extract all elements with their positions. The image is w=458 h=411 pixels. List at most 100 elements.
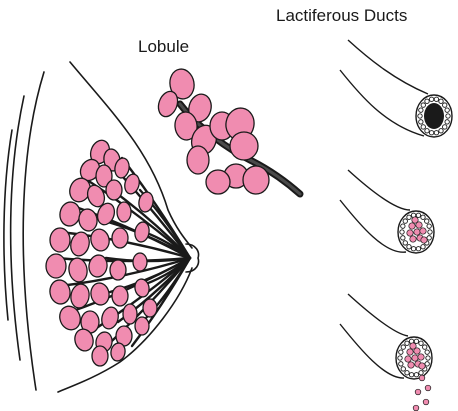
duct-epithelial-cell	[400, 230, 404, 234]
duct-epithelial-cell	[419, 341, 423, 345]
duct-epithelial-cell	[439, 99, 443, 103]
duct-epithelial-cell	[399, 362, 403, 366]
duct-wall-upper	[348, 40, 428, 94]
duct-epithelial-cell	[416, 247, 420, 251]
duct-escaping-cell	[423, 399, 429, 405]
duct-epithelial-cell	[443, 103, 447, 107]
duct-escaping-cell	[419, 375, 425, 381]
duct-group	[340, 40, 452, 137]
duct-epithelial-cell	[428, 230, 432, 234]
breast-lobule-lobe	[88, 227, 111, 253]
duct-epithelial-cell	[411, 247, 415, 251]
duct-epithelial-cell	[407, 215, 411, 219]
duct-abnormal-cell	[409, 223, 415, 229]
breast-lobule-lobe	[110, 260, 126, 280]
duct-epithelial-cell	[421, 103, 425, 107]
duct-epithelial-cell	[401, 224, 405, 228]
duct-group	[340, 294, 432, 411]
duct-abnormal-cell	[410, 343, 416, 349]
duct-epithelial-cell	[401, 367, 405, 371]
duct-epithelial-cell	[421, 125, 425, 129]
lobule-lobe	[206, 170, 230, 194]
duct-epithelial-cell	[416, 213, 420, 217]
duct-abnormal-cell	[408, 362, 414, 368]
duct-abnormal-cell	[412, 217, 418, 223]
duct-epithelial-cell	[425, 129, 429, 133]
duct-wall-upper	[348, 170, 410, 210]
duct-epithelial-cell	[401, 345, 405, 349]
duct-abnormal-cell	[410, 236, 416, 242]
duct-wall-upper	[348, 294, 408, 336]
breast-lobule-lobe	[123, 304, 137, 324]
duct-escaping-cell	[425, 385, 431, 391]
duct-wall-lower	[340, 324, 404, 378]
duct-epithelial-cell	[425, 219, 429, 223]
duct-epithelial-cell	[419, 371, 423, 375]
duct-normal-icon	[340, 40, 452, 137]
duct-epithelial-cell	[421, 245, 425, 249]
duct-epithelial-cell	[403, 241, 407, 245]
duct-abnormal-cell	[420, 228, 426, 234]
duct-epithelial-cell	[398, 356, 402, 360]
duct-wall-lower	[340, 70, 424, 136]
breast-lobule-lobe	[48, 278, 72, 305]
duct-abnormal-cell	[412, 355, 418, 361]
duct-abnormal-cell	[421, 237, 427, 243]
breast-lobule-lobe	[99, 305, 120, 330]
breast-lobule-lobe	[117, 202, 131, 222]
lobule-lobe	[230, 132, 258, 160]
duct-abnormal-cell	[414, 229, 420, 235]
duct-epithelial-cell	[446, 114, 450, 118]
duct-epithelial-cell	[425, 99, 429, 103]
duct-abnormal-cell	[418, 354, 424, 360]
duct-epithelial-cell	[399, 350, 403, 354]
duct-epithelial-cell	[434, 131, 438, 135]
breast-lobule-lobe	[46, 254, 66, 278]
duct-epithelial-cell	[425, 350, 429, 354]
breast-lobule-lobe	[92, 346, 108, 366]
duct-abnormal-cell	[407, 230, 413, 236]
duct-epithelial-cell	[414, 339, 418, 343]
breast-lobule-lobe	[135, 317, 149, 335]
duct-epithelial-cell	[405, 371, 409, 375]
duct-invasive-icon	[340, 294, 432, 411]
duct-abnormal-cell	[419, 363, 425, 369]
duct-lumen	[424, 103, 444, 129]
duct-epithelial-cell	[427, 236, 431, 240]
duct-epithelial-cell	[414, 373, 418, 377]
duct-epithelial-cell	[439, 129, 443, 133]
duct-epithelial-cell	[403, 219, 407, 223]
duct-epithelial-cell	[425, 362, 429, 366]
duct-abnormal-cell	[405, 356, 411, 362]
duct-epithelial-cell	[429, 97, 433, 101]
duct-epithelial-cell	[429, 131, 433, 135]
breast-lobule-lobe	[58, 200, 82, 227]
lactiferous-ducts-label: Lactiferous Ducts	[276, 6, 407, 26]
duct-epithelial-cell	[426, 356, 430, 360]
duct-epithelial-cell	[421, 215, 425, 219]
duct-group	[340, 170, 434, 253]
duct-epithelial-cell	[427, 224, 431, 228]
breast-lobule-lobe	[50, 228, 70, 252]
duct-epithelial-cell	[405, 341, 409, 345]
duct-epithelial-cell	[419, 108, 423, 112]
breast-lobule-lobe	[106, 180, 122, 200]
lobule-lobe	[187, 146, 209, 174]
duct-epithelial-cell	[409, 373, 413, 377]
duct-in-situ-icon	[340, 170, 434, 253]
duct-epithelial-cell	[445, 108, 449, 112]
duct-wall-lower	[340, 200, 406, 252]
breast-lobule-lobe	[143, 299, 157, 317]
duct-epithelial-cell	[445, 120, 449, 124]
breast-lobule-lobe	[133, 253, 147, 271]
breast-lobule-lobe	[112, 228, 128, 248]
breast-lobule-lobe	[112, 286, 128, 306]
duct-epithelial-cell	[418, 114, 422, 118]
lobule-lobe	[243, 166, 269, 194]
lobule-label: Lobule	[138, 37, 189, 57]
duct-epithelial-cell	[401, 236, 405, 240]
duct-abnormal-cell	[407, 349, 413, 355]
lobule-cluster-icon	[155, 67, 300, 194]
